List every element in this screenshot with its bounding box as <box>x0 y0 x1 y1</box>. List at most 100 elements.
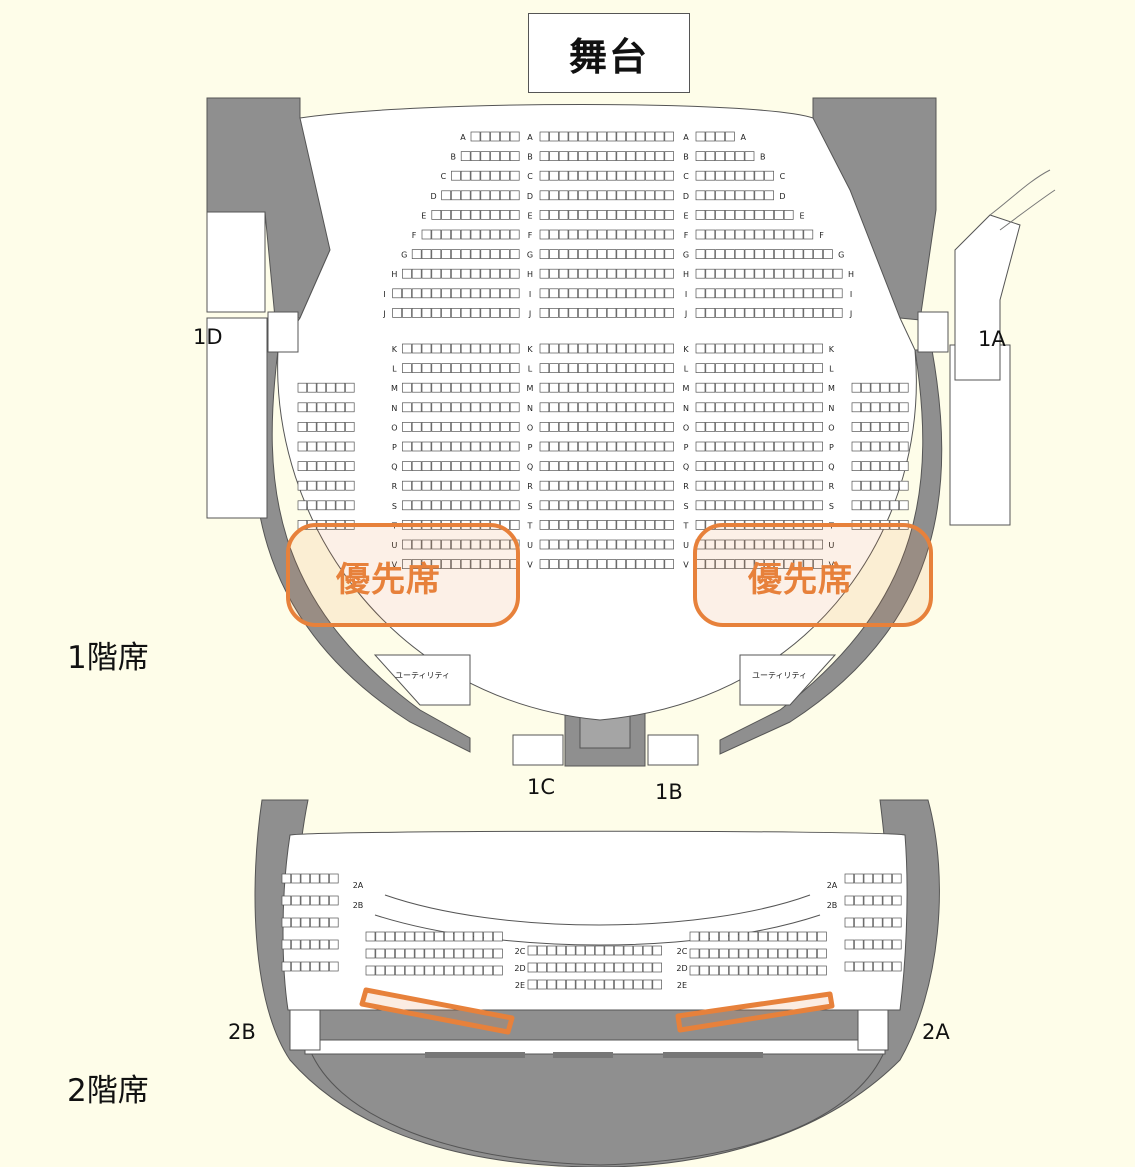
seat <box>764 363 774 373</box>
seat <box>587 382 598 393</box>
seat <box>654 170 665 181</box>
seat <box>558 229 569 240</box>
seat <box>774 480 784 491</box>
seat <box>695 382 706 393</box>
seat <box>873 895 883 906</box>
seat-block-right-row <box>695 229 814 240</box>
seat <box>870 461 881 471</box>
seat <box>500 268 510 279</box>
seat <box>421 539 432 550</box>
seat <box>402 288 412 299</box>
seat <box>539 363 550 373</box>
seat <box>813 500 823 511</box>
row-label: H <box>848 270 854 279</box>
seat <box>558 210 569 220</box>
seat <box>326 480 336 491</box>
seat <box>654 500 665 511</box>
floor2-outer-right-row <box>844 873 902 884</box>
seat <box>434 948 444 959</box>
seat <box>335 461 346 471</box>
seat <box>725 539 735 550</box>
seat <box>803 559 814 569</box>
row-label: O <box>683 423 689 432</box>
seat <box>803 229 814 240</box>
seat-block-outer-left-row <box>297 441 355 452</box>
seat <box>861 461 871 471</box>
seat <box>335 402 346 413</box>
seat <box>451 249 461 259</box>
seat <box>451 402 461 413</box>
seat-block-right-row <box>695 151 755 161</box>
seat <box>490 363 500 373</box>
row-label: J <box>382 309 385 318</box>
seat <box>616 210 626 220</box>
seat <box>861 500 871 511</box>
seat <box>654 402 665 413</box>
seat <box>480 539 491 550</box>
seat <box>421 249 432 259</box>
seat <box>803 500 814 511</box>
seat <box>281 939 292 950</box>
seat <box>281 873 292 884</box>
floor2-center-row <box>527 962 662 973</box>
seat <box>803 249 814 259</box>
seat <box>664 308 674 318</box>
seat <box>291 895 301 906</box>
seat <box>616 520 626 530</box>
seat <box>797 931 808 942</box>
seat <box>558 131 569 142</box>
seat <box>728 965 739 976</box>
seat <box>774 382 784 393</box>
seat <box>725 441 735 452</box>
seat <box>654 363 665 373</box>
seat <box>480 151 491 161</box>
right-curved-wall <box>719 349 943 755</box>
seat <box>587 249 598 259</box>
seat <box>699 931 710 942</box>
seat <box>587 539 598 550</box>
seat <box>493 965 503 976</box>
seat <box>470 308 481 318</box>
seat <box>744 461 755 471</box>
seat <box>642 962 653 973</box>
seat <box>597 268 607 279</box>
seat <box>431 268 442 279</box>
seat <box>793 363 804 373</box>
seat <box>539 500 550 511</box>
seat <box>509 363 520 373</box>
seat <box>705 539 716 550</box>
seat <box>594 945 605 956</box>
seat <box>509 382 520 393</box>
seat <box>889 382 900 393</box>
seat <box>470 461 481 471</box>
seat <box>451 268 461 279</box>
seat <box>480 308 491 318</box>
seat <box>500 343 510 354</box>
seat <box>715 229 725 240</box>
seat <box>539 131 550 142</box>
seat <box>744 559 755 569</box>
seat <box>774 288 784 299</box>
seat <box>783 210 794 220</box>
seat <box>431 363 442 373</box>
seat <box>899 382 909 393</box>
seat <box>616 131 626 142</box>
seat <box>817 948 827 959</box>
seat <box>783 441 794 452</box>
row-label: 2B <box>353 901 364 910</box>
seat <box>764 343 774 354</box>
seat <box>539 190 550 201</box>
seat-block-center-row <box>539 461 674 471</box>
seat <box>645 402 655 413</box>
seat-block-center-row <box>539 520 674 530</box>
seat <box>832 268 843 279</box>
seat <box>558 190 569 201</box>
seat <box>654 229 665 240</box>
seat <box>813 308 823 318</box>
seat <box>375 965 386 976</box>
floor2-walls <box>254 799 940 1167</box>
floor2-rail-segment-1 <box>425 1052 525 1058</box>
seat <box>480 210 491 220</box>
seat <box>699 948 710 959</box>
